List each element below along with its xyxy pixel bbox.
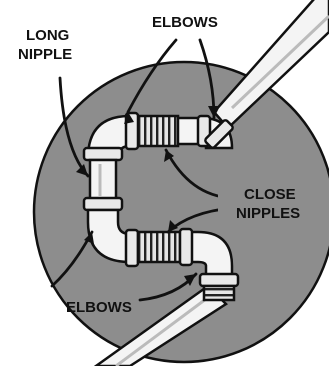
elbow-top-right — [176, 116, 234, 149]
long-nipple — [84, 160, 122, 210]
label-close-nipples-line1: CLOSE — [244, 186, 296, 203]
label-long-nipple-line2: NIPPLE — [18, 46, 72, 63]
label-long-nipple-line1: LONG — [26, 27, 69, 44]
close-nipple-top — [134, 116, 178, 146]
label-elbows-top: ELBOWS — [152, 14, 218, 31]
close-nipple-bottom — [138, 232, 182, 262]
label-close-nipples-line2: NIPPLES — [236, 205, 300, 222]
label-elbows-bottom: ELBOWS — [66, 299, 132, 316]
